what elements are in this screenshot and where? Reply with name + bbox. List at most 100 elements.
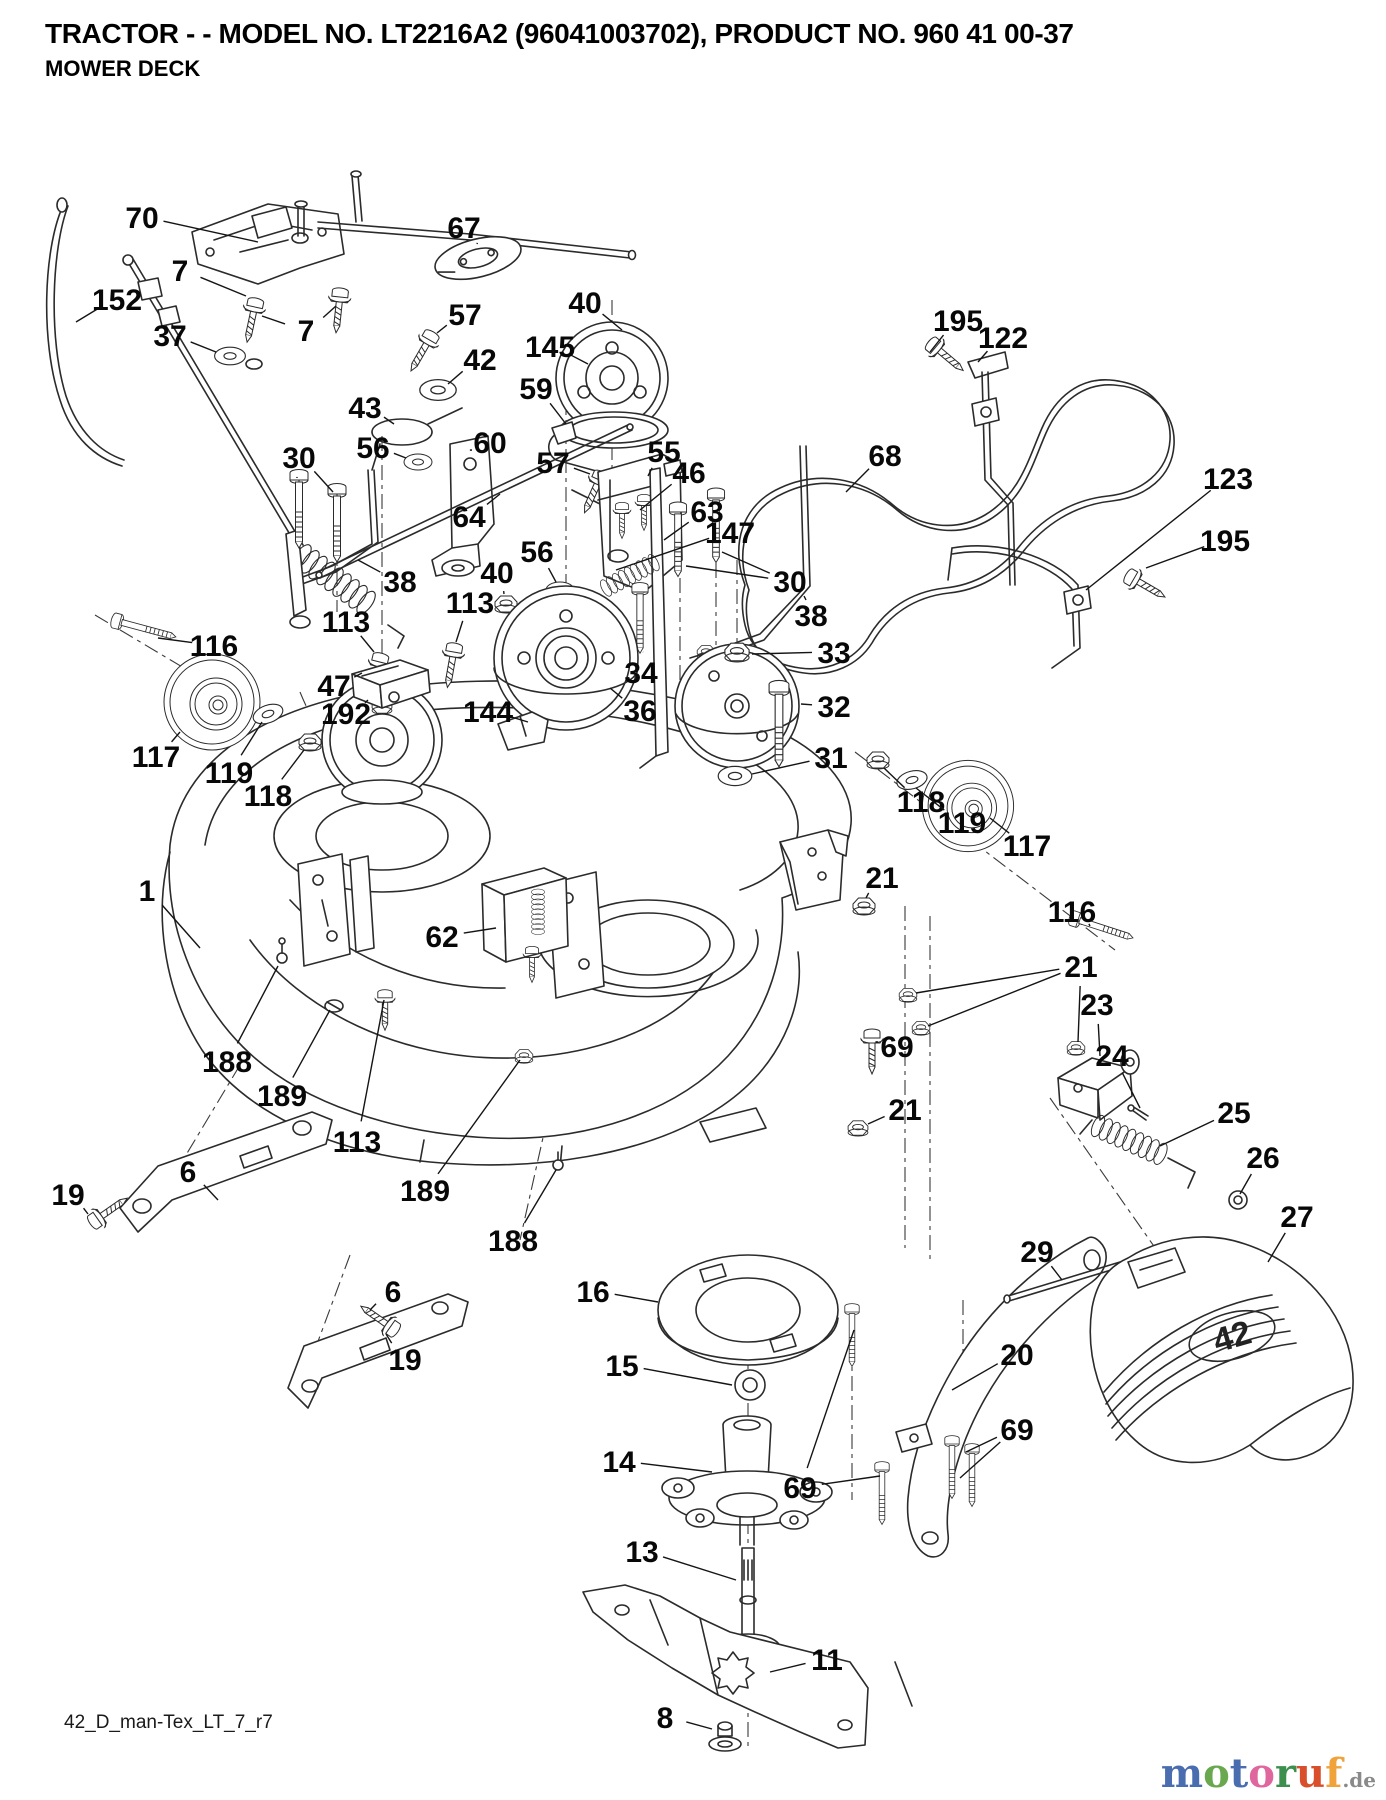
leader-line-16 <box>614 1293 659 1303</box>
part-label-188: 188 <box>488 1225 538 1258</box>
washer-26 <box>1228 1190 1248 1210</box>
leader-line-14 <box>640 1462 713 1473</box>
part-label-19: 19 <box>388 1344 421 1377</box>
motoruf-domain-suffix: .de <box>1342 1768 1376 1792</box>
part-label-19: 19 <box>51 1179 84 1212</box>
part-label-69: 69 <box>1000 1414 1033 1447</box>
part-label-47: 47 <box>317 670 350 703</box>
leader-line-123 <box>1085 489 1212 591</box>
leader-line-25 <box>1159 1119 1215 1147</box>
leader-line-188 <box>236 965 279 1044</box>
leader-line-7 <box>200 276 247 297</box>
logo-letter: o <box>1203 1750 1230 1797</box>
leader-line-21 <box>1077 985 1081 1043</box>
part-label-147: 147 <box>705 517 755 550</box>
leader-line-8 <box>686 1721 713 1730</box>
leader-line-30 <box>721 551 771 574</box>
part-label-57: 57 <box>448 299 481 332</box>
mower-blade <box>582 1584 913 1749</box>
leader-line-122 <box>977 350 988 363</box>
deck-belt <box>737 379 1175 675</box>
leader-line-27 <box>1267 1232 1286 1263</box>
leader-line-116 <box>157 637 193 644</box>
leader-line-118 <box>281 749 305 780</box>
discharge-deflector-27: 42 <box>1089 1236 1354 1464</box>
logo-letter: u <box>1296 1750 1326 1797</box>
leader-line-192 <box>364 699 369 704</box>
part-label-37: 37 <box>153 320 186 353</box>
leader-line-40 <box>602 313 623 331</box>
leader-line-113 <box>455 620 464 643</box>
part-label-64: 64 <box>452 501 486 534</box>
leader-line-117 <box>989 817 1010 834</box>
part-label-23: 23 <box>1080 989 1113 1022</box>
part-label-63: 63 <box>690 496 723 529</box>
part-label-113: 113 <box>446 587 494 620</box>
leader-line-13 <box>662 1556 737 1581</box>
part-label-56: 56 <box>520 536 553 569</box>
part-label-119: 119 <box>205 757 253 790</box>
part-label-38: 38 <box>794 600 827 633</box>
part-label-33: 33 <box>817 637 850 670</box>
part-label-69: 69 <box>880 1031 913 1064</box>
leader-line-46 <box>639 483 673 511</box>
page-title: TRACTOR - - MODEL NO. LT2216A2 (96041003… <box>45 18 1074 49</box>
part-label-15: 15 <box>605 1350 638 1383</box>
part-label-32: 32 <box>817 691 850 724</box>
leader-line-56 <box>547 567 557 583</box>
leader-line-64 <box>486 493 501 505</box>
logo-letter: m <box>1160 1750 1204 1797</box>
part-label-26: 26 <box>1246 1142 1279 1175</box>
leader-line-21 <box>865 892 870 899</box>
part-label-189: 189 <box>257 1080 307 1113</box>
part-label-195: 195 <box>933 305 983 338</box>
leader-line-19 <box>82 1207 89 1215</box>
leader-line-189 <box>437 1059 521 1175</box>
part-label-11: 11 <box>811 1644 843 1677</box>
part-label-123: 123 <box>1203 463 1253 496</box>
leader-line-113 <box>360 999 385 1122</box>
leader-line-31 <box>751 760 810 775</box>
part-label-30: 30 <box>282 442 315 475</box>
leader-line-21 <box>927 972 1061 1027</box>
leader-line-37 <box>190 341 217 353</box>
part-label-70: 70 <box>125 202 158 235</box>
part-label-25: 25 <box>1217 1097 1250 1130</box>
leader-line-23 <box>1097 1023 1101 1057</box>
part-label-189: 189 <box>400 1175 450 1208</box>
leader-line-195 <box>929 334 945 353</box>
leader-line-6 <box>203 1184 219 1201</box>
leader-line-29 <box>1050 1265 1063 1281</box>
leader-line-59 <box>549 402 567 425</box>
leader-line-6 <box>369 1303 377 1311</box>
part-label-1: 1 <box>139 875 156 908</box>
keeper-screw-rear <box>1119 564 1171 608</box>
part-label-116: 116 <box>190 630 238 663</box>
leader-line-21 <box>867 1115 885 1125</box>
leader-line-21 <box>915 968 1060 994</box>
part-label-42: 42 <box>463 344 496 377</box>
part-label-113: 113 <box>333 1126 381 1159</box>
motoruf-watermark[interactable]: motoruf.de <box>1161 1754 1376 1794</box>
leader-line-57 <box>436 324 448 334</box>
leader-line-38 <box>803 595 807 601</box>
part-label-40: 40 <box>480 557 513 590</box>
leader-line-30 <box>685 565 769 579</box>
belt-keeper-rear <box>947 545 1092 669</box>
deck-fasteners <box>276 897 1086 1171</box>
part-label-117: 117 <box>1003 830 1051 863</box>
part-label-62: 62 <box>425 921 458 954</box>
height-cam <box>434 235 522 281</box>
part-label-36: 36 <box>623 695 656 728</box>
blade-bolt <box>708 1721 742 1752</box>
leader-line-113 <box>360 635 375 653</box>
logo-letter: o <box>1248 1750 1275 1797</box>
part-label-21: 21 <box>888 1094 921 1127</box>
leader-line-69 <box>959 1441 1001 1479</box>
leader-line-42 <box>447 370 464 385</box>
leader-line-7 <box>261 315 286 325</box>
part-label-21: 21 <box>1064 951 1097 984</box>
idler-bracket-23 <box>1057 1049 1140 1121</box>
